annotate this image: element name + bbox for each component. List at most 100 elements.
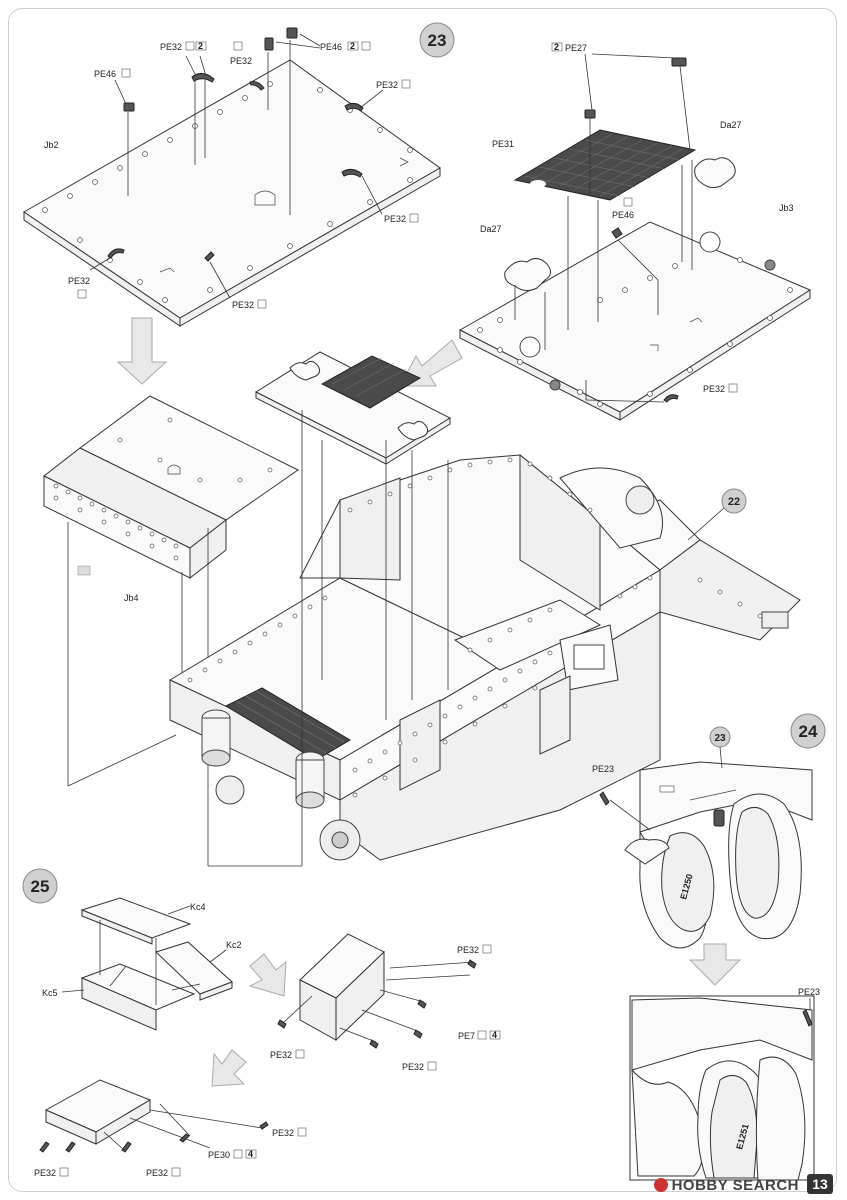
label-pe32-m: PE32: [146, 1168, 168, 1178]
multiplier-x2-b: 2: [350, 41, 355, 51]
guide-pe23-a: [609, 799, 651, 831]
hull-main: [168, 453, 801, 861]
multiplier-x2-a: 2: [198, 41, 203, 51]
jb4-rivets: [53, 417, 273, 561]
label-pe32-i: PE32: [270, 1050, 292, 1060]
assembly-arrow-left: [399, 339, 463, 387]
assembly-kc-final: [39, 1079, 269, 1153]
step-badge-23: 23: [419, 22, 455, 58]
watermark-brand: HOBBY SEARCH: [653, 1177, 799, 1194]
step-badge-25: 25: [22, 868, 58, 904]
label-pe32-l: PE32: [34, 1168, 56, 1178]
plate-jb2-rivets: [42, 81, 413, 303]
svg-text:24: 24: [799, 722, 818, 741]
label-pe32-a: PE32: [160, 42, 182, 52]
multiplier-icon: [245, 1149, 257, 1159]
assembly-arrow-right: [248, 953, 287, 997]
label-pe32-f: PE32: [232, 300, 254, 310]
plate-jb3-rivets: [477, 257, 793, 407]
label-pe32-h: PE32: [457, 945, 479, 955]
label-pe32-j: PE32: [402, 1062, 424, 1072]
etch-icon: [409, 213, 419, 223]
label-pe31: PE31: [492, 139, 514, 149]
hull-guides: [301, 410, 449, 866]
assembly-jb4: [43, 395, 299, 580]
multiplier-x4-b: 4: [248, 1149, 253, 1159]
step-ref-23: 23: [709, 726, 731, 769]
label-jb3: Jb3: [779, 203, 794, 213]
leader-kc5: [61, 989, 85, 993]
plate-jb2-fittings: [107, 27, 364, 262]
part-pe46: [611, 227, 623, 239]
assembly-arrow-down: [688, 943, 742, 986]
label-pe7: PE7: [458, 1031, 475, 1041]
label-jb2: Jb2: [44, 140, 59, 150]
part-pe27: [584, 109, 596, 119]
svg-text:22: 22: [728, 496, 740, 508]
etch-icon: [295, 1049, 305, 1059]
assembly-arrow-down: [116, 317, 168, 385]
label-pe46-c: PE46: [612, 210, 634, 220]
label-pe30: PE30: [208, 1150, 230, 1160]
etch-icon: [77, 289, 87, 299]
label-pe32-b: PE32: [230, 56, 252, 66]
step24-result: [629, 995, 815, 1181]
etch-icon: [427, 1061, 437, 1071]
step24-detail: [624, 761, 813, 949]
page-number: 13: [807, 1174, 833, 1194]
part-pe23: [599, 791, 610, 806]
multiplier-icon: [489, 1030, 501, 1040]
etch-icon: [185, 41, 195, 51]
svg-text:23: 23: [714, 733, 726, 744]
multiplier-x2-c: 2: [554, 42, 559, 52]
etch-icon: [477, 1030, 487, 1040]
etch-icon: [233, 41, 243, 51]
multiplier-icon: [195, 41, 207, 51]
jb4-guides: [67, 522, 302, 867]
etch-icon: [482, 944, 492, 954]
page-frame: [8, 8, 837, 1192]
etch-icon: [401, 79, 411, 89]
svg-text:23: 23: [428, 31, 447, 50]
etch-icon: [623, 197, 633, 207]
step-badge-24: 24: [790, 713, 826, 749]
label-pe32-g: PE32: [703, 384, 725, 394]
label-kc2: Kc2: [226, 940, 242, 950]
assembly-kc: [80, 897, 233, 1031]
hull-rivets: [187, 457, 763, 798]
leader-kc4: [167, 905, 191, 915]
hobbysearch-logo-icon: [653, 1178, 668, 1192]
leader-kc2: [209, 949, 227, 963]
plate-jb3: [458, 221, 812, 421]
part-pe32: [663, 394, 679, 403]
plate-jb3-on-hull: [254, 351, 452, 465]
plate-jb2: [23, 59, 441, 327]
label-pe46-a: PE46: [320, 42, 342, 52]
step-badge-22: 22: [687, 488, 747, 541]
etch-icon: [257, 299, 267, 309]
label-pe32-e: PE32: [68, 276, 90, 286]
multiplier-icon: [347, 41, 359, 51]
assembly-arrow-down-left: [211, 1049, 247, 1087]
etch-icon: [361, 41, 371, 51]
etch-icon: [121, 68, 131, 78]
label-pe27: PE27: [565, 43, 587, 53]
label-jb4: Jb4: [124, 593, 139, 603]
panel-pe31: [513, 118, 697, 201]
plate-jb2-guides: [89, 33, 384, 299]
label-da27-b: Da27: [480, 224, 502, 234]
multiplier-x4-a: 4: [492, 1030, 497, 1040]
label-pe32-c: PE32: [376, 80, 398, 90]
plate-jb3-guides: [514, 53, 693, 403]
assembly-kc-with-pe: [277, 933, 477, 1049]
multiplier-icon: [551, 42, 563, 52]
label-da27-a: Da27: [720, 120, 742, 130]
etch-icon: [233, 1149, 243, 1159]
label-pe32-k: PE32: [272, 1128, 294, 1138]
label-pe23-a: PE23: [592, 764, 614, 774]
etch-icon: [59, 1167, 69, 1177]
label-pe23-b: PE23: [798, 987, 820, 997]
label-pe46-b: PE46: [94, 69, 116, 79]
etch-icon: [728, 383, 738, 393]
